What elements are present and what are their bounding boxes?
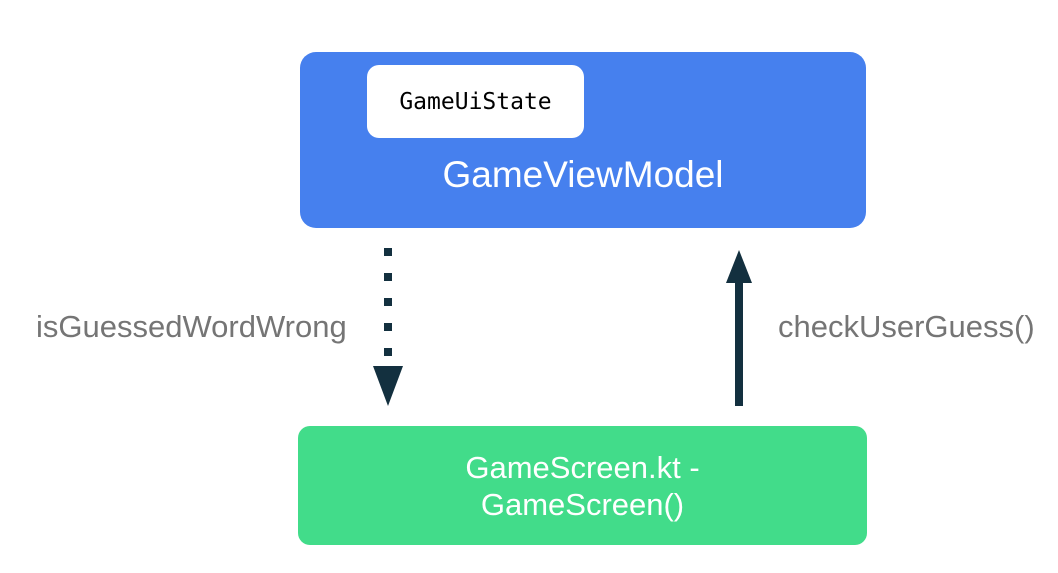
arrow-down-icon — [373, 366, 403, 406]
gameuistate-chip: GameUiState — [367, 65, 584, 138]
isguessedwordwrong-label: isGuessedWordWrong — [36, 309, 347, 344]
arrow-up-icon — [726, 250, 752, 283]
gameviewmodel-box: GameUiState GameViewModel — [300, 52, 866, 228]
solid-arrow-shaft — [735, 283, 743, 406]
checkuserguess-label: checkUserGuess() — [778, 309, 1035, 344]
gamescreen-box: GameScreen.kt - GameScreen() — [298, 426, 867, 545]
gamescreen-label-line2: GameScreen() — [480, 486, 685, 522]
gamescreen-label-line1: GameScreen.kt - — [465, 449, 700, 485]
gameuistate-chip-label: GameUiState — [399, 88, 552, 115]
dotted-arrow-shaft — [384, 248, 392, 360]
gameviewmodel-label: GameViewModel — [442, 154, 724, 195]
